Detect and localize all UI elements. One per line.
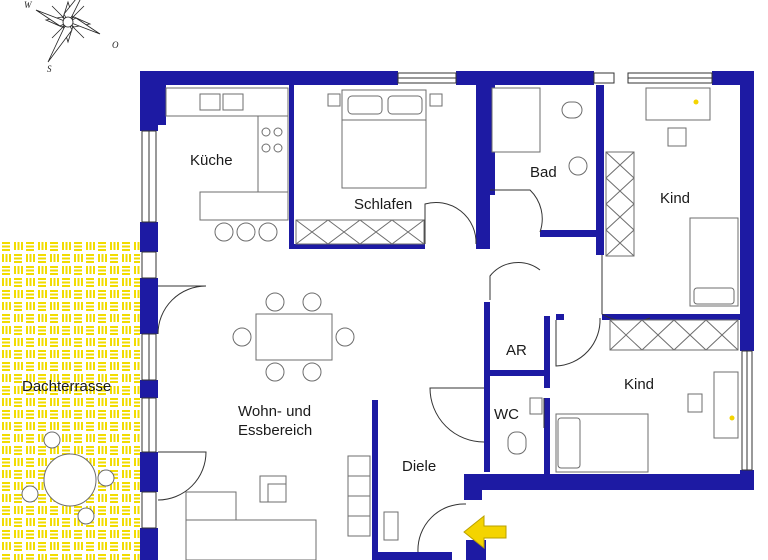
room-label-schlafen: Schlafen bbox=[354, 196, 413, 213]
room-label-kind-bottom: Kind bbox=[624, 376, 655, 393]
compass-o-letter: O bbox=[112, 40, 119, 50]
compass-s-letter: S bbox=[47, 64, 52, 74]
entrance-arrow-icon bbox=[463, 514, 507, 550]
room-label-wohn-line1: Wohn- und bbox=[238, 403, 312, 420]
room-label-dachterrasse: Dachterrasse bbox=[22, 378, 112, 395]
walls bbox=[140, 71, 754, 560]
room-label-diele: Diele bbox=[402, 458, 437, 475]
lamp-accents bbox=[693, 99, 735, 421]
room-label-kueche: Küche bbox=[190, 152, 233, 169]
window-mullions bbox=[148, 77, 748, 470]
furniture bbox=[21, 87, 739, 560]
compass-rose-icon bbox=[35, 0, 101, 63]
room-label-bad: Bad bbox=[530, 164, 557, 181]
terrace-deck bbox=[0, 240, 140, 560]
door-swings bbox=[157, 189, 651, 553]
room-label-wc: WC bbox=[494, 406, 519, 423]
room-label-wohn: Wohn- und Essbereich bbox=[238, 402, 338, 440]
room-label-ar: AR bbox=[506, 342, 527, 359]
compass-w-letter: W bbox=[24, 0, 33, 10]
room-label-wohn-line2: Essbereich bbox=[238, 422, 313, 439]
room-label-kind-top: Kind bbox=[660, 190, 691, 207]
windows bbox=[141, 72, 753, 529]
